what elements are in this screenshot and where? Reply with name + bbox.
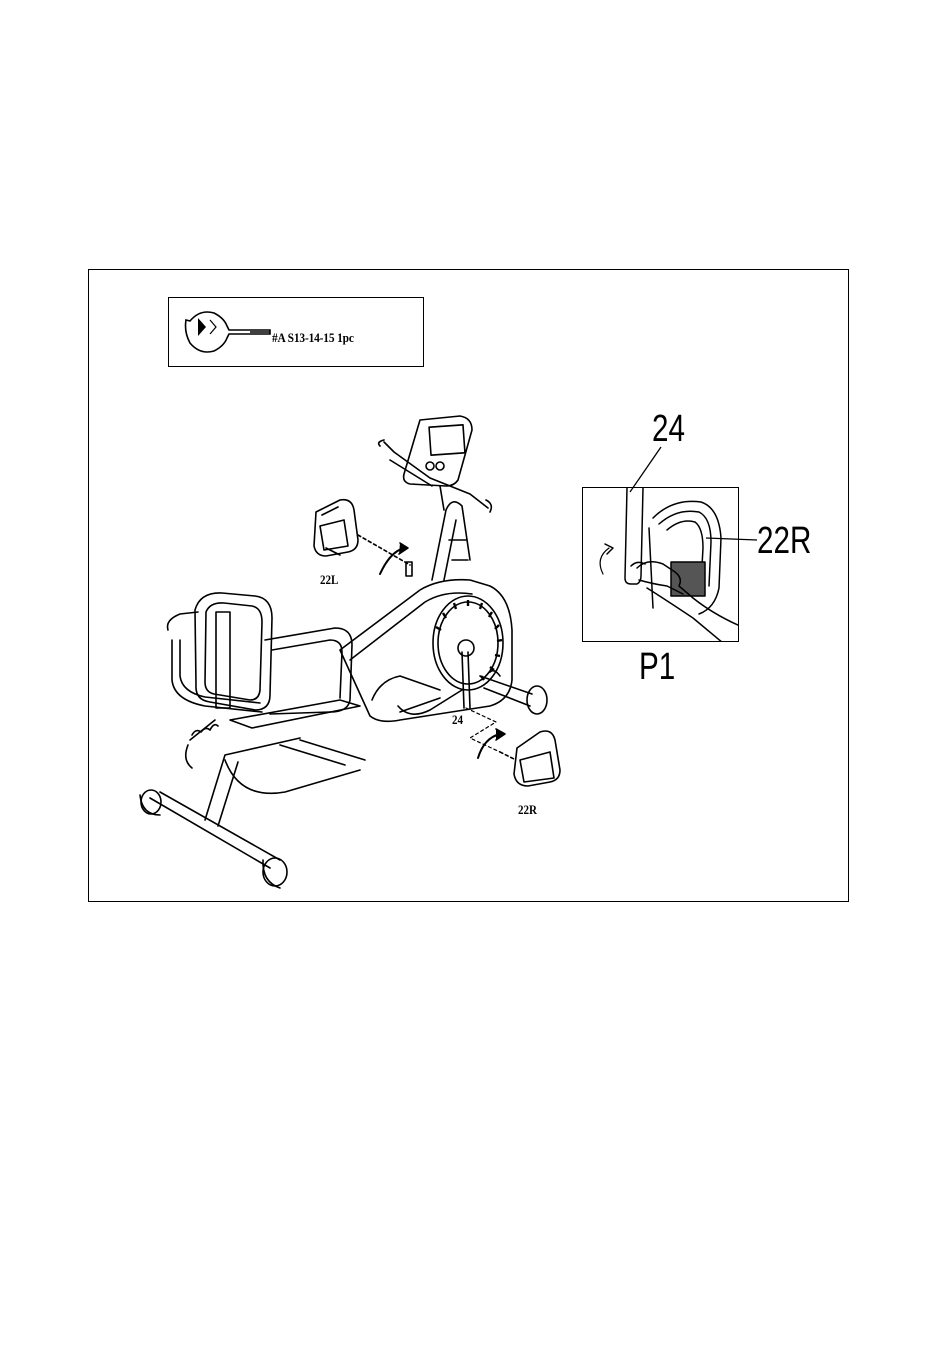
inset-callout-22r: 22R <box>757 522 811 560</box>
callout-22l: 22L <box>320 572 338 588</box>
tool-label: #A S13-14-15 1pc <box>272 330 354 346</box>
inset-caption-p1: P1 <box>639 648 675 686</box>
callout-24: 24 <box>452 712 463 728</box>
detail-inset <box>582 487 739 642</box>
inset-callout-24: 24 <box>652 410 685 448</box>
callout-22r: 22R <box>518 802 537 818</box>
hand-pedal-detail-drawing <box>583 488 739 642</box>
